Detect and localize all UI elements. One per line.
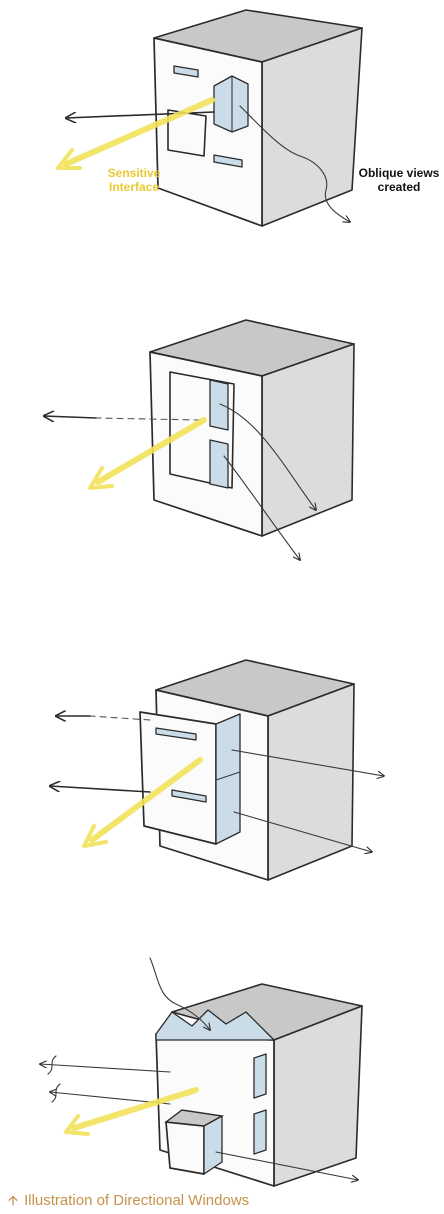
square-window (167, 109, 207, 157)
oblique-view-arrow (215, 1151, 358, 1180)
view-line-wavy (47, 1055, 57, 1075)
caption-text: Illustration of Directional Windows (24, 1191, 250, 1209)
slit-window (213, 154, 243, 168)
view-line-wavy (51, 1083, 61, 1103)
oblique-view-arrow (239, 105, 350, 222)
sketch-flush-windows (56, 9, 363, 227)
roof-view-arrow (149, 957, 210, 1030)
figure-caption: 🡩 Illustration of Directional Windows (8, 1190, 249, 1210)
view-arrow (50, 786, 151, 793)
bay-mullion (215, 771, 241, 781)
sketch-deep-bay (50, 659, 384, 881)
sketch-projecting-bay (44, 319, 355, 560)
directional-window (213, 75, 249, 133)
sunlight-ray-head (64, 1114, 90, 1136)
sunlight-ray (89, 757, 203, 843)
slit-window (155, 727, 197, 741)
sunlight-ray-head (88, 466, 114, 490)
sunlight-ray-head (56, 148, 82, 170)
oblique-view-arrow (233, 811, 372, 852)
view-line-dashed (89, 715, 151, 721)
slit-window (173, 65, 199, 78)
oblique-view-arrow (231, 749, 384, 776)
view-line (40, 1064, 171, 1073)
sunlight-ray (71, 1087, 199, 1131)
side-wall (261, 27, 363, 227)
front-wall (153, 37, 263, 227)
sunlight-ray (95, 417, 207, 485)
view-line-dashed (95, 417, 201, 421)
view-arrow (44, 416, 97, 418)
oblique-view-arrow (219, 403, 316, 510)
slit-window (171, 789, 207, 803)
sawtooth-glass (155, 1009, 275, 1041)
oblique-views-label: Oblique views created (358, 166, 440, 194)
sunlight-ray (63, 97, 215, 167)
oriel-side-glass (203, 1115, 223, 1175)
side-wall (267, 683, 355, 881)
side-slot-window (253, 1053, 267, 1099)
side-slot-window (253, 1109, 267, 1155)
bay-glass-upper (209, 379, 229, 431)
oriel-front (165, 1121, 205, 1175)
bay-glass-lower (209, 439, 229, 489)
sensitive-interface-label: Sensitive Interface (107, 166, 161, 194)
arrow-up-icon: 🡩 (8, 1192, 19, 1208)
sketch-sawtooth-oriel (40, 957, 363, 1187)
side-wall (261, 343, 355, 537)
sunlight-ray-head (82, 824, 108, 848)
oblique-view-arrow (223, 455, 300, 560)
